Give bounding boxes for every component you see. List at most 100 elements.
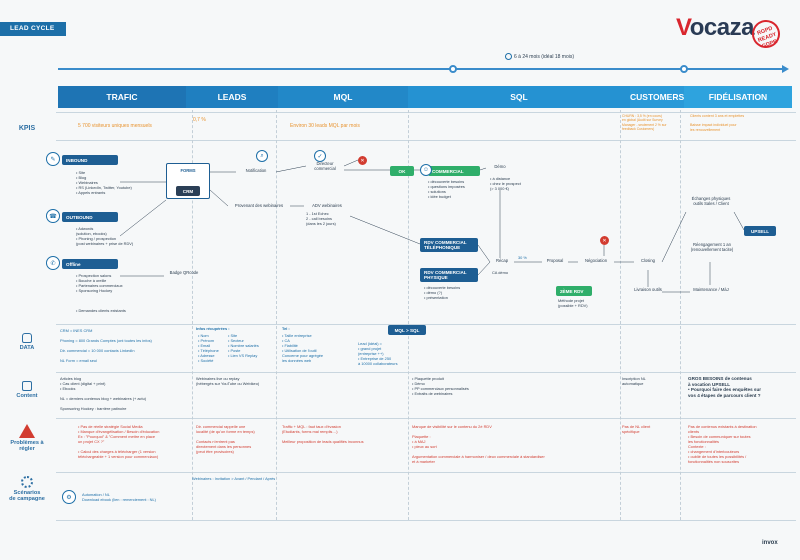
timeline-dot-end xyxy=(680,65,688,73)
reengagement-node: Réengagement 1 an (renouvellement tacite… xyxy=(690,242,734,252)
content-col5: GROS BESOINS de contenus à vocation UPSE… xyxy=(688,376,762,398)
mql-sql-badge: MQL > SQL xyxy=(388,325,426,335)
director-node: Directeur commercial xyxy=(314,161,336,171)
timeline-dot-start xyxy=(449,65,457,73)
data-col2-title: Infos récupérées : xyxy=(196,326,230,331)
adv-node: ADV webinaires xyxy=(312,203,342,208)
crm-label: CRM xyxy=(176,186,200,196)
data-col1: CRM = INES CRM Phoning = 800 Grands Comp… xyxy=(60,328,152,363)
rdv-phys-box: RDV COMMERCIAL PHYSIQUE xyxy=(420,268,478,282)
closing-node: Closing xyxy=(641,258,655,263)
content-icon xyxy=(22,381,32,391)
stage-fidelisation: FIDÉLISATION xyxy=(684,86,792,108)
row-label-content: Content xyxy=(16,393,38,399)
divider-problems-top xyxy=(56,418,796,419)
ok-badge: OK xyxy=(390,166,414,176)
content-col4: Inscription NL automatique xyxy=(622,376,646,386)
column-divider-4 xyxy=(620,110,621,520)
reject-icon: ✕ xyxy=(358,156,367,165)
stage-sql: SQL xyxy=(408,86,630,108)
director-icon: ✓ xyxy=(314,150,326,162)
rdv-phys-items: • découverte besoins • démo (?) • présen… xyxy=(424,285,461,300)
row-label-kpis: KPIS xyxy=(18,125,36,132)
divider-data-top xyxy=(56,324,796,325)
nego-reject-icon: ✕ xyxy=(600,236,609,245)
negociation-node: Négociation xyxy=(584,258,608,263)
lead-ideal: Lead (idéal) = • grand projet (entrepris… xyxy=(358,341,398,366)
commercial-box: COMMERCIAL xyxy=(428,166,480,176)
divider-kpis-bottom xyxy=(56,140,796,141)
invox-logo: invox xyxy=(762,540,778,546)
inbound-label: INBOUND xyxy=(62,155,118,165)
outbound-icon: ☎ xyxy=(46,209,60,223)
stage-trafic: TRAFIC xyxy=(58,86,186,108)
problems-col4: Manque de visibilité sur le contenu du 2… xyxy=(412,424,545,464)
divider-bottom xyxy=(56,520,796,521)
adv-items: 1 - 1st Echec 2 - call besoins (dans les… xyxy=(306,211,336,226)
notification-node: Notification xyxy=(245,168,267,173)
automation-icon: ⚙ xyxy=(62,490,76,504)
recap-percentage: 30 % xyxy=(518,255,527,260)
commercial-icon: ☺ xyxy=(420,164,432,176)
inbound-icon: ✎ xyxy=(46,152,60,166)
content-col2: Webinaires live ou replay (hébergés sur … xyxy=(196,376,260,386)
demo-node: Démo xyxy=(494,164,506,169)
duration-label: 6 à 24 mois (idéal 18 mois) xyxy=(514,54,575,60)
kpi-trafic: 5 700 visiteurs uniques mensuels xyxy=(78,123,152,129)
data-col2: • Nom • Prénom • Email • Téléphone • Adr… xyxy=(198,333,219,363)
kpi-mql: Environ 30 leads MQL par mois xyxy=(290,123,360,129)
vocaza-logo: Vocaza xyxy=(676,14,754,41)
recap-ca: CA démo xyxy=(492,270,509,275)
forms-label: FORMS xyxy=(180,168,196,173)
stage-mql: MQL xyxy=(278,86,408,108)
clock-icon xyxy=(505,53,512,60)
stage-bar: TRAFIC LEADS MQL SQL CUSTOMERS FIDÉLISAT… xyxy=(58,86,792,108)
scenario-col1: Automation / NL Download ebook (lien : r… xyxy=(82,492,156,502)
provenant-node: Provenant des webinaires xyxy=(234,203,284,208)
demo-items: • à distance • chez le prospect (> 3 000… xyxy=(490,176,521,191)
kpi-rate: 0,7 % xyxy=(193,117,206,123)
divider-scenarios-top xyxy=(56,472,796,473)
content-col1: Articles blog • Cas client (digital + pr… xyxy=(60,376,147,411)
database-icon xyxy=(22,333,32,343)
notification-icon: ⌕ xyxy=(256,150,268,162)
kpi-customers: CHURN : 3,5 % (en cours) en global (Audi… xyxy=(622,114,667,131)
kpi-fidelisation: Clients content 3 ans et emplettes Baiss… xyxy=(690,114,745,132)
problems-col6: Pas de contenus existants à destination … xyxy=(688,424,757,464)
column-divider-5 xyxy=(680,110,681,520)
row-label-data: DATA xyxy=(19,345,35,351)
rdv2-box: 2ÈME RDV xyxy=(556,286,592,296)
content-col3: • Plaquette produit • Démo • PP commerci… xyxy=(412,376,469,396)
offline-label: Offline xyxy=(62,259,118,269)
echanges-node: Échanges physiques outils Sales / Client xyxy=(691,196,731,206)
problems-col5: Pas de NL client spécifique xyxy=(622,424,651,434)
stage-customers: CUSTOMERS xyxy=(630,86,684,108)
gear-icon xyxy=(21,476,33,488)
problems-col2: Dir. commercial rappelle une localité (d… xyxy=(196,424,255,454)
data-col2b: • Site • Secteur • Nombre salariés • Pos… xyxy=(228,333,259,358)
inbound-items: • Site • Blog • Webinaires • RS (LinkedI… xyxy=(76,170,132,195)
row-label-scenarios: Scénarios de campagne xyxy=(9,490,45,502)
maintenance-node: Maintenance / MàJ xyxy=(693,287,729,292)
offline-items: • Prospection salons • Bouche à oreille … xyxy=(76,273,126,313)
outbound-items: • Adwords (solution, ebooks) • Phoning /… xyxy=(76,226,134,246)
problems-col1: • Pas de réelle stratégie Social Media •… xyxy=(78,424,160,459)
data-col3: • Taille entreprise • CA • Fiabilité • U… xyxy=(282,333,324,363)
outbound-label: OUTBOUND xyxy=(62,212,118,222)
upsell-box: UPSELL xyxy=(744,226,776,236)
badge-qrcode: Badge QRcode xyxy=(169,270,199,275)
column-divider-1 xyxy=(192,110,193,520)
commercial-items: • découverte besoins • questions imposée… xyxy=(428,179,465,199)
recap-node: Récap xyxy=(495,258,509,263)
row-label-problems: Problèmes à régler xyxy=(10,440,44,452)
offline-icon: ✆ xyxy=(46,256,60,270)
lead-cycle-tag: LEAD CYCLE xyxy=(0,22,66,36)
timeline-line xyxy=(58,68,784,70)
scenario-strip: Webinaires : Invitation > Avant / Pendan… xyxy=(192,476,276,481)
column-divider-3 xyxy=(408,110,409,520)
stage-leads: LEADS xyxy=(186,86,278,108)
rdv-tel-box: RDV COMMERCIAL TÉLÉPHONIQUE xyxy=(420,238,478,252)
timeline-arrow xyxy=(782,65,789,73)
proposal-node: Proposal xyxy=(546,258,564,263)
